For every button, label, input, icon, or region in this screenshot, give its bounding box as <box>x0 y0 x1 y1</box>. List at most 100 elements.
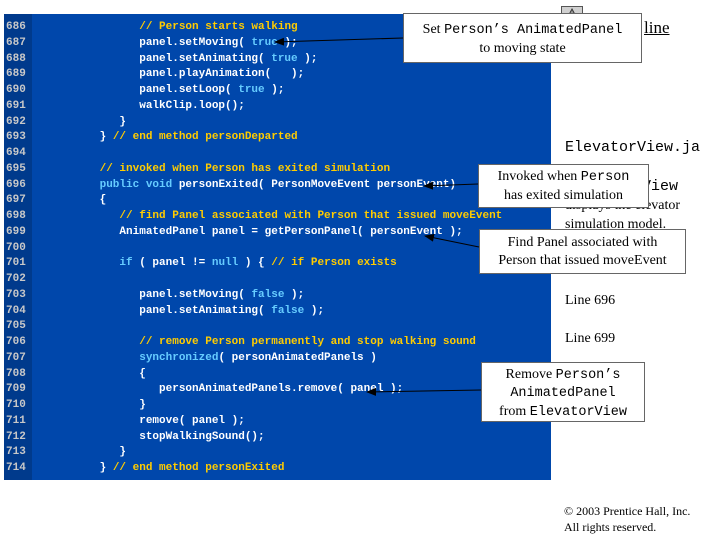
code-text: ); <box>277 36 298 49</box>
code-line: // find Panel associated with Person tha… <box>60 209 502 225</box>
code-text: } <box>60 462 113 474</box>
code-line: walkClip.loop(); <box>60 99 502 115</box>
code-keyword: true <box>238 84 265 96</box>
code-line: } <box>60 115 502 131</box>
arrow-find-panel <box>424 233 480 248</box>
outline-label: line <box>644 18 670 37</box>
callout-1-text-a: Set <box>422 22 445 37</box>
callout-3-text-a: Find Panel associated with <box>507 235 658 250</box>
code-line: panel.setAnimating( false ); <box>60 304 502 320</box>
code-comment: // remove Person permanently and stop wa… <box>139 336 476 348</box>
code-line: panel.setMoving( true ); <box>60 36 502 52</box>
code-text: ( personAnimatedPanels ) <box>218 351 377 364</box>
code-line: remove( panel ); <box>60 414 502 430</box>
line-number: 709 <box>6 383 26 396</box>
line-number: 707 <box>6 351 26 364</box>
callout-4-text-a: Remove <box>505 367 556 382</box>
code-text: } <box>60 446 127 459</box>
line-number: 694 <box>6 147 26 159</box>
view-fragment-label: View <box>642 178 679 195</box>
code-line: // invoked when Person has exited simula… <box>60 162 502 178</box>
code-line: stopWalkingSound(); <box>60 430 502 446</box>
code-text: ); <box>297 52 318 65</box>
line-number: 700 <box>6 241 26 254</box>
code-line: } <box>60 445 502 461</box>
code-line: synchronized( personAnimatedPanels ) <box>60 351 502 367</box>
code-text: ( panel != <box>132 257 212 270</box>
callout-1-text-b: Person’s Animated <box>444 23 582 38</box>
code-line: panel.setLoop( true ); <box>60 83 502 99</box>
code-text: panel.setAnimating( <box>60 304 272 317</box>
line-number: 708 <box>6 367 26 380</box>
callout-4-text-d: from <box>499 404 530 419</box>
line-number: 690 <box>6 84 26 96</box>
code-text: panel.setLoop( <box>60 84 239 96</box>
code-keyword: true <box>271 52 298 65</box>
line-number: 686 <box>6 21 26 33</box>
code-keyword: false <box>271 304 305 317</box>
code-text: AnimatedPanel panel = getPersonPanel( pe… <box>60 225 463 238</box>
code-keyword: if <box>119 257 133 270</box>
line-number: 701 <box>6 257 26 270</box>
line-number: 712 <box>6 430 26 443</box>
line-number: 693 <box>6 131 26 144</box>
callout-3-text-b: Person that issued moveEvent <box>498 253 667 268</box>
line-number: 704 <box>6 304 26 317</box>
callout-2-text-a: Invoked when <box>497 169 581 184</box>
code-text: } <box>60 115 127 128</box>
code-line: } // end method personDeparted <box>60 130 502 146</box>
code-text: ) { <box>238 257 272 270</box>
callout-find-panel: Find Panel associated with Person that i… <box>479 229 686 274</box>
code-line: { <box>60 367 502 383</box>
line-number: 698 <box>6 210 26 222</box>
code-text: panel.playAnimation( ); <box>60 68 305 81</box>
line-number: 710 <box>6 399 26 411</box>
code-text: remove( panel ); <box>60 414 245 427</box>
code-panel <box>4 14 551 480</box>
arrow-person-exited <box>423 181 479 190</box>
callout-remove-panel: Remove Person’s AnimatedPanel from Eleva… <box>481 362 645 422</box>
line-number: 711 <box>6 414 26 427</box>
code-keyword: public void <box>99 178 173 191</box>
code-line: panel.playAnimation( ); <box>60 67 502 83</box>
code-text: panel.setMoving( <box>60 288 252 301</box>
line-number: 691 <box>6 99 26 112</box>
line-number: 697 <box>6 194 26 207</box>
code-text: panel.setAnimating( <box>60 52 272 65</box>
code-text: ); <box>264 84 285 96</box>
callout-2-text-b: Person <box>580 170 630 185</box>
line-number: 706 <box>6 336 26 348</box>
code-line: { <box>60 193 502 209</box>
callout-4-text-c: AnimatedPanel <box>510 386 616 401</box>
code-line: public void personExited( PersonMoveEven… <box>60 178 502 194</box>
code-comment: // end method personExited <box>112 462 285 474</box>
line-number: 696 <box>6 178 26 191</box>
callout-4-text-b: Person’s <box>555 368 621 383</box>
code-text: personExited( PersonMoveEvent personEven… <box>172 178 457 191</box>
simulation-model-text: simulation model. <box>565 217 667 232</box>
line-number: 688 <box>6 52 26 65</box>
rights-text: All rights reserved. <box>564 520 657 534</box>
code-keyword: null <box>211 257 239 270</box>
line-number: 699 <box>6 225 26 238</box>
copyright-footer: © 2003 Prentice Hall, Inc. All rights re… <box>564 503 690 535</box>
callout-person-exited: Invoked when Person has exited simulatio… <box>478 164 649 208</box>
code-keyword: false <box>251 288 285 301</box>
code-text: panel.setMoving( <box>60 36 252 49</box>
code-text: stopWalkingSound(); <box>60 430 265 443</box>
code-line: if ( panel != null ) { // if Person exis… <box>60 256 502 272</box>
line-number: 689 <box>6 68 26 81</box>
callout-1-text-d: to moving state <box>479 41 566 56</box>
code-comment: // Person starts walking <box>139 21 298 33</box>
code-text: walkClip.loop(); <box>60 99 245 112</box>
line-number: 705 <box>6 320 26 333</box>
code-comment: // if Person exists <box>271 257 397 270</box>
line-number: 687 <box>6 36 26 49</box>
callout-1-text-c: Panel <box>581 23 623 38</box>
code-text: { <box>60 194 107 207</box>
callout-moving-state: Set Person’s AnimatedPanel to moving sta… <box>403 13 642 63</box>
code-line: AnimatedPanel panel = getPersonPanel( pe… <box>60 225 502 241</box>
line-number: 692 <box>6 115 26 128</box>
